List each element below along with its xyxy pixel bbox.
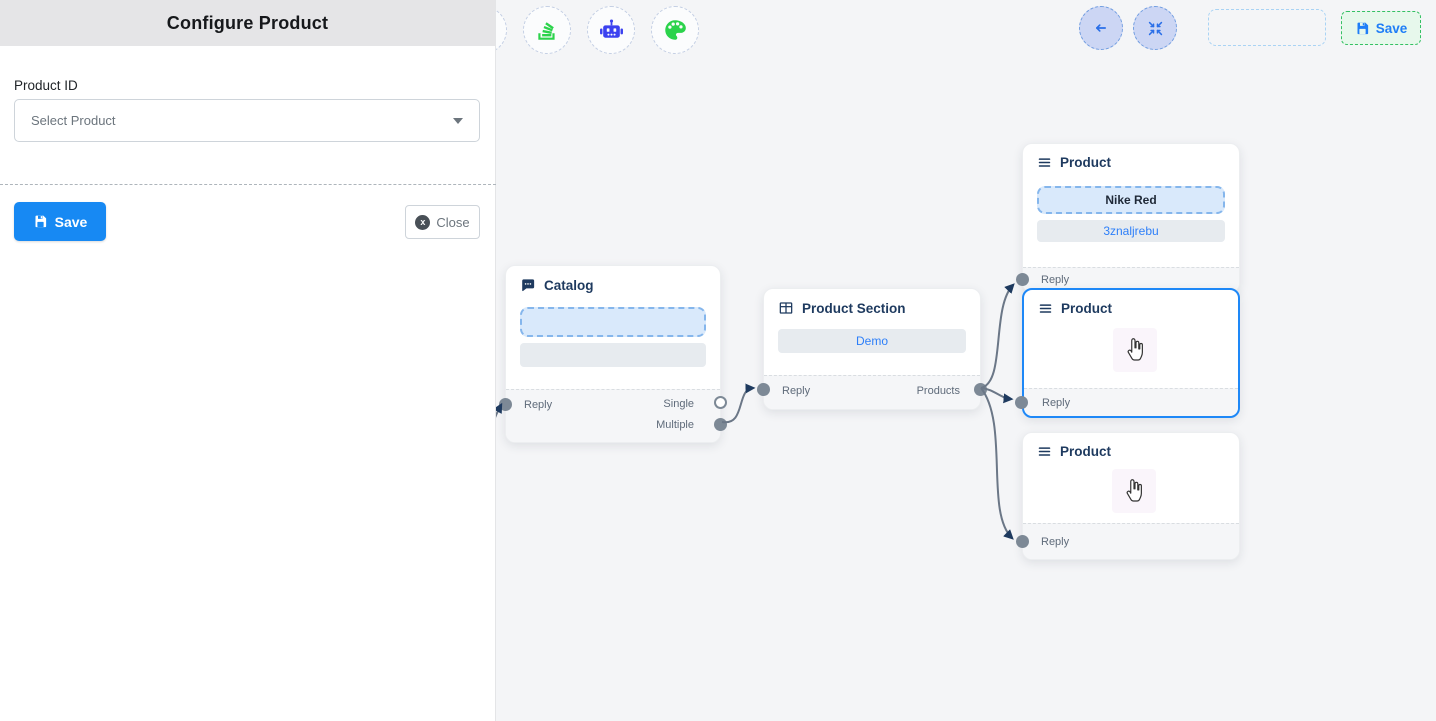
bot-button[interactable] xyxy=(587,6,635,54)
catalog-empty-slot[interactable] xyxy=(520,307,706,337)
product-section-value: Demo xyxy=(855,334,888,348)
product-node-top[interactable]: Product Nike Red 3znaljrebu Reply xyxy=(1016,143,1240,293)
catalog-node-header: Catalog xyxy=(520,277,594,293)
catalog-node-title: Catalog xyxy=(544,277,594,293)
toolbar-button-clipped[interactable] xyxy=(496,6,507,54)
catalog-gray-slot[interactable] xyxy=(520,343,706,367)
theme-button[interactable] xyxy=(651,6,699,54)
empty-dashed-slot[interactable] xyxy=(1208,9,1326,46)
back-button[interactable] xyxy=(1079,6,1123,50)
product-middle-reply-label: Reply xyxy=(1042,397,1071,409)
page-title: Configure Product xyxy=(166,12,329,33)
product-node-middle-title: Product xyxy=(1061,301,1113,316)
product-section-node[interactable]: Product Section Demo Reply Products xyxy=(757,288,987,410)
product-node-bottom-header: Product xyxy=(1037,444,1111,459)
product-select[interactable]: Select Product xyxy=(14,99,480,142)
stack-icon xyxy=(534,17,560,43)
flow-canvas[interactable]: Save Catalog Reply Single xyxy=(496,0,1436,721)
product-node-top-header: Product xyxy=(1037,155,1111,170)
canvas-save-label: Save xyxy=(1375,20,1408,36)
catalog-single-label: Single xyxy=(663,398,694,410)
catalog-node[interactable]: Catalog Reply Single Multiple xyxy=(499,265,727,443)
product-middle-reply-handle[interactable] xyxy=(1015,396,1028,409)
panel-divider xyxy=(0,184,496,185)
product-node-bottom[interactable]: Product Reply xyxy=(1016,432,1240,560)
hand-cursor xyxy=(1112,469,1156,513)
catalog-multiple-label: Multiple xyxy=(656,419,694,431)
product-top-id-slot[interactable]: 3znaljrebu xyxy=(1037,220,1225,242)
save-icon xyxy=(33,214,48,229)
catalog-multiple-handle[interactable] xyxy=(714,418,727,431)
product-bottom-reply-handle[interactable] xyxy=(1016,535,1029,548)
product-top-reply-handle[interactable] xyxy=(1016,273,1029,286)
chevron-down-icon xyxy=(453,117,463,124)
catalog-node-footer: Reply Single Multiple xyxy=(499,389,727,442)
product-section-products-handle[interactable] xyxy=(974,383,987,396)
catalog-reply-label: Reply xyxy=(524,399,553,411)
robot-icon xyxy=(598,17,625,44)
product-id-label: Product ID xyxy=(14,78,78,93)
product-section-reply-label: Reply xyxy=(782,385,811,397)
edge-multiple-to-section-reply xyxy=(721,383,756,424)
chat-icon xyxy=(520,277,536,293)
product-section-node-title: Product Section xyxy=(802,300,906,316)
save-button-label: Save xyxy=(54,213,88,230)
edge-into-catalog-reply xyxy=(496,402,503,418)
panel-header: Configure Product xyxy=(0,0,495,46)
save-icon xyxy=(1355,21,1370,36)
product-top-name-slot[interactable]: Nike Red xyxy=(1037,186,1225,214)
palette-icon xyxy=(662,17,688,43)
close-icon: x xyxy=(415,214,431,230)
product-section-node-footer: Reply Products xyxy=(757,375,987,409)
configure-product-panel: Configure Product Product ID Select Prod… xyxy=(0,0,496,721)
product-node-middle-footer: Reply xyxy=(1015,388,1238,416)
menu-icon xyxy=(1038,301,1053,316)
product-node-bottom-footer: Reply xyxy=(1016,523,1239,559)
product-node-top-footer: Reply xyxy=(1016,267,1239,292)
menu-icon xyxy=(1037,155,1052,170)
fit-view-button[interactable] xyxy=(1133,6,1177,50)
edge-products-to-product-bottom xyxy=(980,387,1014,540)
product-section-reply-handle[interactable] xyxy=(757,383,770,396)
product-top-reply-label: Reply xyxy=(1041,274,1070,286)
catalog-reply-handle[interactable] xyxy=(499,398,512,411)
product-node-middle-header: Product xyxy=(1038,301,1112,316)
stack-button[interactable] xyxy=(523,6,571,54)
product-top-id: 3znaljrebu xyxy=(1103,224,1159,238)
save-button[interactable]: Save xyxy=(14,202,106,241)
catalog-single-handle[interactable] xyxy=(714,396,727,409)
hand-cursor xyxy=(1113,328,1157,372)
menu-icon xyxy=(1037,444,1052,459)
table-icon xyxy=(778,300,794,316)
product-bottom-reply-label: Reply xyxy=(1041,536,1070,548)
close-button[interactable]: x Close xyxy=(405,205,480,239)
product-node-top-title: Product xyxy=(1060,155,1112,170)
left-arrow-icon xyxy=(1091,18,1111,38)
product-top-name: Nike Red xyxy=(1105,193,1157,207)
product-select-value: Select Product xyxy=(31,113,116,128)
compress-arrows-icon xyxy=(1146,19,1165,38)
product-node-middle[interactable]: Product Reply xyxy=(1015,288,1240,418)
edge-products-to-product-top xyxy=(980,283,1015,389)
close-button-label: Close xyxy=(436,214,470,230)
product-section-products-label: Products xyxy=(916,385,960,397)
product-node-bottom-title: Product xyxy=(1060,444,1112,459)
product-section-node-header: Product Section xyxy=(778,300,906,316)
product-section-value-slot[interactable]: Demo xyxy=(778,329,966,353)
canvas-save-button[interactable]: Save xyxy=(1341,11,1421,45)
